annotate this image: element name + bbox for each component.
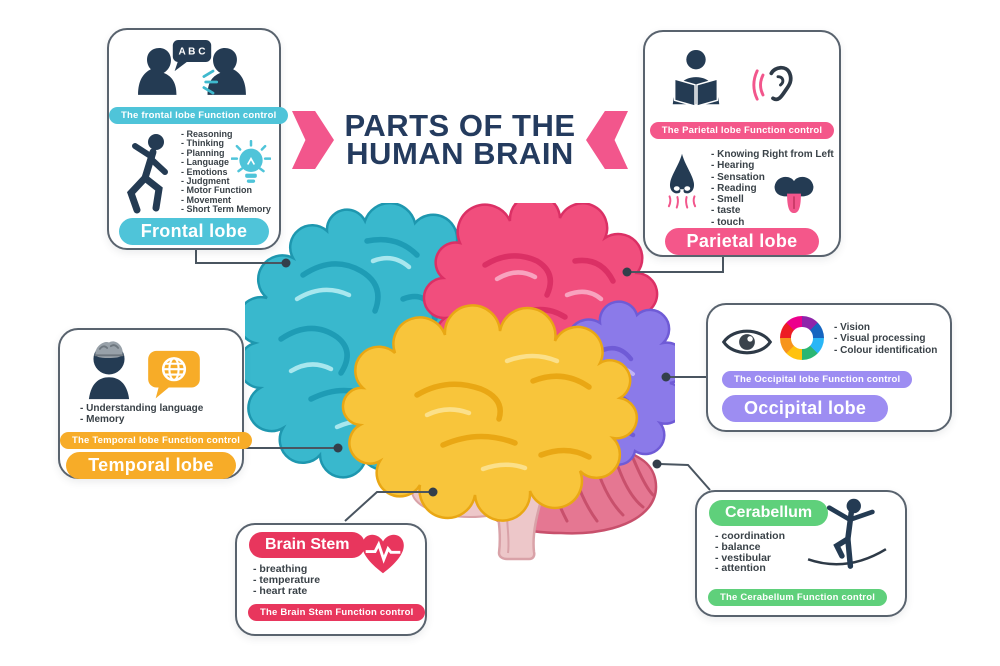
- brain-stem-function-list: - breathing- temperature- heart rate: [253, 564, 320, 596]
- brain-stem-card: Brain Stem - breathing- temperature- hea…: [235, 523, 427, 636]
- frontal-function-pill-row: The frontal lobe Function control: [109, 105, 289, 124]
- list-item: - Reading: [711, 182, 757, 194]
- frontal-function-list: - Reasoning- Thinking- Planning- Languag…: [181, 129, 271, 215]
- title-line1: PARTS OF THE: [344, 108, 576, 143]
- cerabellum-function-pill-row: The Cerabellum Function control: [708, 587, 888, 606]
- list-item: - Judgment: [181, 176, 230, 187]
- temporal-function-list: - Understanding language- Memory: [80, 403, 203, 426]
- list-item: - Smell: [711, 194, 744, 206]
- parietal-function-list: - Knowing Right from Left- Hearing- Sens…: [711, 149, 834, 228]
- cerabellum-connector-dot: [652, 459, 662, 469]
- list-item: - Movement: [181, 194, 232, 205]
- ear-sound-icon: [752, 65, 793, 102]
- cerabellum-function-pill: The Cerabellum Function control: [708, 589, 888, 606]
- parietal-function-pill: The Parietal lobe Function control: [649, 122, 835, 139]
- head-brain-icon: [88, 341, 130, 400]
- frontal-lobe-card: A B C The frontal lobe Function control …: [107, 28, 289, 250]
- temporal-connector-dot: [333, 443, 343, 453]
- list-item: - Emotions: [181, 166, 228, 177]
- lightbulb-icon: [231, 140, 271, 183]
- title-line2: HUMAN BRAIN: [346, 136, 574, 171]
- parietal-name-pill-row: Parietal lobe: [645, 228, 839, 255]
- list-item: - temperature: [253, 573, 321, 586]
- color-wheel-icon: [780, 316, 824, 360]
- parietal-function-pill-row: The Parietal lobe Function control: [645, 120, 839, 139]
- list-item: - Sensation: [711, 171, 765, 183]
- frontal-lobe-label: Frontal lobe: [118, 218, 270, 245]
- running-person-icon: [126, 134, 168, 214]
- list-item: - Thinking: [181, 138, 224, 149]
- brain-stem-function-pill: The Brain Stem Function control: [248, 604, 426, 621]
- temporal-lobe-shape: [341, 304, 638, 522]
- list-item: - taste: [711, 205, 741, 217]
- list-item: - Vision: [834, 322, 870, 333]
- temporal-lobe-label: Temporal lobe: [66, 452, 236, 479]
- occipital-lobe-card: - Vision- Visual processing- Colour iden…: [706, 303, 952, 432]
- list-item: - Colour identification: [834, 344, 938, 356]
- temporal-lobe-card: - Understanding language- Memory The Tem…: [58, 328, 253, 479]
- temporal-function-pill-row: The Temporal lobe Function control: [60, 430, 253, 449]
- parietal-lobe-label: Parietal lobe: [664, 228, 820, 255]
- list-item: - Motor Function: [181, 185, 252, 196]
- cerabellum-pill-row: Cerabellum: [709, 500, 829, 526]
- temporal-function-pill: The Temporal lobe Function control: [60, 432, 253, 449]
- parietal-lobe-card: The Parietal lobe Function control - Kno…: [643, 30, 841, 257]
- title-banner: PARTS OF THE HUMAN BRAIN: [292, 108, 628, 172]
- cerabellum-label: Cerabellum: [709, 500, 829, 526]
- list-item: - Visual processing: [834, 333, 926, 345]
- brain-illustration: [245, 203, 675, 561]
- list-item: - Reasoning: [181, 129, 233, 139]
- brain-stem-connector: [344, 491, 430, 522]
- list-item: - Memory: [80, 414, 125, 426]
- list-item: - attention: [715, 562, 766, 575]
- occipital-connector-dot: [661, 372, 671, 382]
- list-item: - vestibular: [715, 551, 772, 564]
- frontal-function-pill: The frontal lobe Function control: [109, 107, 289, 124]
- brain-stem-connector-dot: [428, 487, 438, 497]
- cerabellum-card: Cerabellum - coordination- balance- vest…: [695, 490, 907, 617]
- brain-stem-pill-row: Brain Stem: [249, 532, 366, 558]
- cerabellum-connector: [659, 463, 711, 491]
- list-item: - balance: [715, 540, 761, 553]
- occipital-function-pill: The Occipital lobe Function control: [722, 371, 913, 388]
- list-item: - Planning: [181, 147, 225, 158]
- occipital-lobe-label: Occipital lobe: [722, 395, 889, 422]
- globe-speech-bubble-icon: [148, 350, 200, 399]
- frontal-connector-dot: [281, 258, 291, 268]
- brain-stem-function-pill-row: The Brain Stem Function control: [248, 602, 426, 621]
- list-item: - coordination: [715, 530, 785, 542]
- tongue-icon: [774, 176, 814, 214]
- title-ribbon-right-icon: [586, 111, 628, 169]
- occipital-name-pill-row: Occipital lobe: [722, 395, 889, 422]
- list-item: - Understanding language: [80, 403, 204, 414]
- occipital-function-pill-row: The Occipital lobe Function control: [722, 369, 913, 388]
- list-item: - breathing: [253, 563, 308, 575]
- list-item: - Hearing: [711, 160, 755, 172]
- frontal-name-pill-row: Frontal lobe: [109, 218, 279, 245]
- heart-pulse-icon: [362, 534, 404, 574]
- list-item: - Knowing Right from Left: [711, 149, 834, 160]
- brain-stem-label: Brain Stem: [249, 532, 366, 558]
- frontal-connector: [195, 246, 283, 264]
- list-item: - Short Term Memory: [181, 204, 271, 215]
- occipital-function-list: - Vision- Visual processing- Colour iden…: [834, 322, 937, 356]
- abc-bubble-text: A B C: [179, 47, 206, 58]
- nose-smell-icon: [667, 153, 697, 209]
- cerabellum-function-list: - coordination- balance- vestibular- att…: [715, 531, 785, 574]
- list-item: - Language: [181, 157, 230, 168]
- page-title: PARTS OF THE HUMAN BRAIN: [334, 108, 586, 171]
- parietal-connector-dot: [622, 267, 632, 277]
- parietal-connector: [630, 253, 724, 273]
- eye-icon: [721, 329, 773, 355]
- title-ribbon-left-icon: [292, 111, 334, 169]
- list-item: - touch: [711, 216, 745, 228]
- tightrope-walker-icon: [807, 498, 887, 569]
- reading-person-icon: [672, 49, 720, 108]
- list-item: - heart rate: [253, 584, 308, 597]
- talking-heads-abc-icon: A B C: [138, 40, 246, 95]
- temporal-name-pill-row: Temporal lobe: [60, 452, 242, 479]
